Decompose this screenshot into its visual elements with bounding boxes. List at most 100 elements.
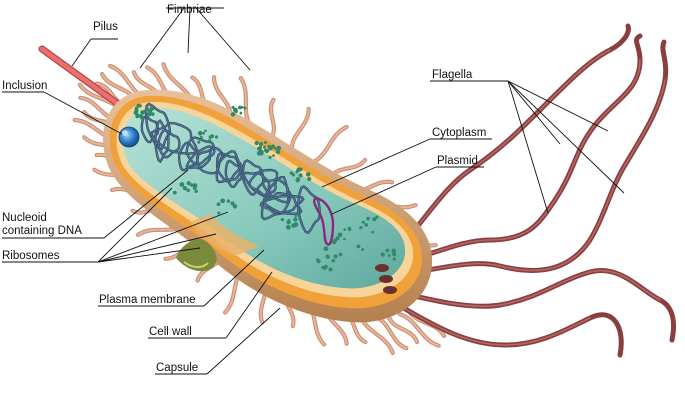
ribosome: [214, 135, 219, 139]
ribosome: [343, 228, 347, 231]
label-cytoplasm: Cytoplasm: [432, 127, 486, 139]
leader-lines: [2, 7, 625, 375]
ribosome: [335, 236, 340, 241]
label-fimbriae: Fimbriae: [167, 4, 212, 16]
ribosome: [139, 115, 144, 120]
ribosome: [338, 252, 343, 257]
ribosome: [343, 237, 346, 241]
ribosome: [375, 215, 379, 219]
ribosome: [200, 138, 204, 142]
ribosome: [364, 223, 369, 227]
ribosome: [385, 248, 390, 253]
ribosome: [237, 105, 242, 110]
ribosome: [226, 199, 231, 203]
label-plasmid: Plasmid: [437, 155, 478, 167]
ribosome: [359, 226, 363, 230]
ribosome: [186, 181, 191, 186]
ribosome: [208, 135, 213, 139]
ribosome: [287, 219, 291, 223]
ribosome: [321, 265, 325, 269]
ribosome: [149, 105, 154, 110]
ribosome: [347, 226, 352, 231]
ribosome: [204, 129, 207, 133]
label-capsule: Capsule: [156, 362, 198, 374]
ribosome: [332, 240, 337, 245]
ribosome: [392, 252, 397, 257]
ribosome: [371, 230, 375, 234]
ribosome: [150, 112, 155, 116]
ribosome: [333, 254, 338, 259]
ribosome: [216, 202, 221, 207]
ribosome: [361, 248, 365, 252]
ribosome: [323, 246, 329, 252]
ribosome: [136, 103, 141, 108]
ribosome: [264, 148, 270, 154]
ribosome: [256, 146, 261, 151]
ribosome: [217, 211, 221, 215]
ribosome: [254, 140, 259, 146]
ribosome: [182, 186, 188, 191]
ribosome: [307, 177, 312, 181]
flagella-group: [369, 23, 676, 358]
label-pilus: Pilus: [93, 21, 118, 33]
ribosome: [186, 188, 190, 193]
ribosome: [356, 244, 361, 249]
ribosome: [263, 145, 266, 149]
ribosome: [232, 204, 238, 209]
ribosome: [331, 258, 336, 263]
ribosome: [135, 106, 139, 110]
ribosome: [298, 167, 303, 172]
ribosome: [276, 145, 282, 151]
ribosome: [328, 267, 333, 272]
ribosome: [190, 183, 194, 187]
ribosome: [140, 110, 145, 115]
ribosome: [231, 105, 235, 109]
ribosome: [392, 257, 396, 261]
ribosome: [268, 145, 273, 149]
ribosome: [235, 110, 238, 114]
ribosome: [134, 111, 138, 116]
ribosome: [291, 223, 296, 228]
ribosome: [372, 217, 377, 222]
ribosome: [199, 135, 203, 139]
ribosome: [275, 149, 281, 155]
ribosome: [295, 178, 300, 183]
ribosome: [192, 183, 198, 189]
ribosome: [325, 254, 330, 259]
ribosome: [298, 173, 303, 178]
ribosome: [239, 111, 243, 115]
flagellum: [387, 297, 624, 358]
ribosome: [197, 140, 201, 144]
ribosome: [172, 190, 177, 195]
ribosome: [268, 155, 272, 159]
plasmid: [312, 196, 335, 246]
ribosome: [179, 182, 185, 187]
label-flagella: Flagella: [432, 69, 473, 81]
label-plasma-membrane: Plasma membrane: [99, 294, 196, 306]
labels: Fimbriae Pilus Inclusion Nucleoid contai…: [2, 4, 486, 374]
label-nucleoid-line2: containing DNA: [2, 225, 82, 237]
ribosome: [315, 258, 320, 262]
ribosome: [280, 217, 285, 222]
ribosome: [337, 232, 343, 238]
ribosome: [305, 172, 311, 177]
ribosome: [135, 109, 139, 113]
ribosome: [294, 214, 298, 218]
ribosome: [263, 141, 267, 144]
ribosome: [366, 216, 370, 221]
label-nucleoid-line1: Nucleoid: [2, 212, 47, 224]
label-inclusion: Inclusion: [2, 80, 47, 92]
ribosome: [272, 154, 275, 157]
ribosome: [207, 139, 212, 143]
ribosome: [146, 107, 150, 111]
ribosome: [243, 106, 247, 110]
ribosome: [380, 252, 385, 257]
pilus: [38, 45, 122, 108]
label-cell-wall: Cell wall: [149, 326, 192, 338]
ribosome: [230, 112, 236, 117]
ribosome: [286, 225, 291, 230]
ribosome: [387, 254, 391, 257]
ribosome: [202, 131, 206, 135]
